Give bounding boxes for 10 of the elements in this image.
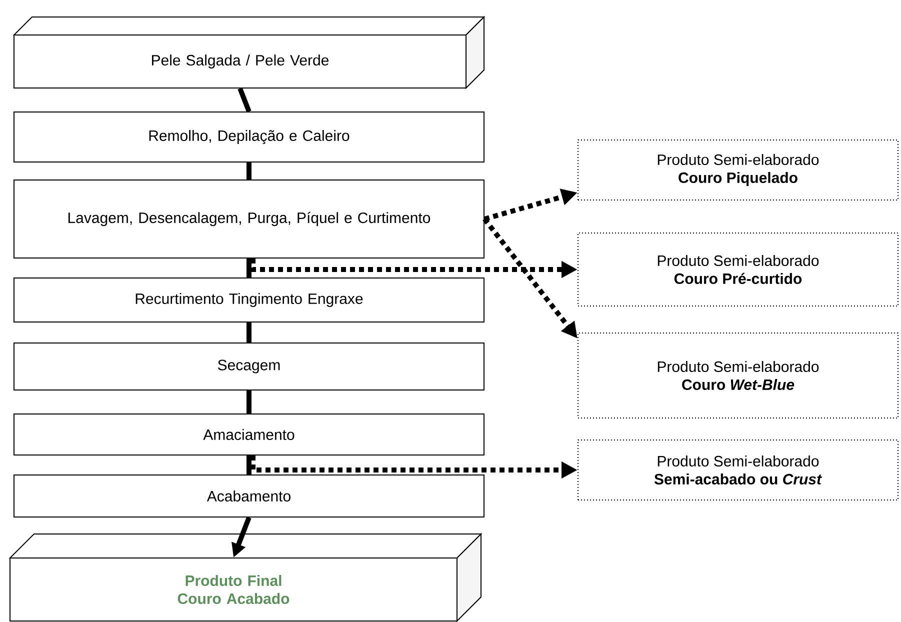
process-box: Remolho, Depilação e Caleiro xyxy=(14,112,484,162)
product-box: Produto Semi-elaborado Couro Pré-curtido xyxy=(578,232,898,306)
process-box: Secagem xyxy=(14,342,484,390)
process-box: Recurtimento Tingimento Engraxe xyxy=(14,278,484,322)
process-box: Acabamento xyxy=(14,474,484,518)
product-box: Produto Semi-elaborado Couro Wet-Blue xyxy=(578,332,898,418)
product-box: Produto Semi-elaborado Couro Piquelado xyxy=(578,140,898,200)
product-box: Produto Semi-elaborado Semi-acabado ou Crust xyxy=(578,440,898,500)
process-box: Amaciamento xyxy=(14,414,484,456)
process-box: Lavagem, Desencalagem, Purga, Píquel e Curtimento xyxy=(14,180,484,258)
